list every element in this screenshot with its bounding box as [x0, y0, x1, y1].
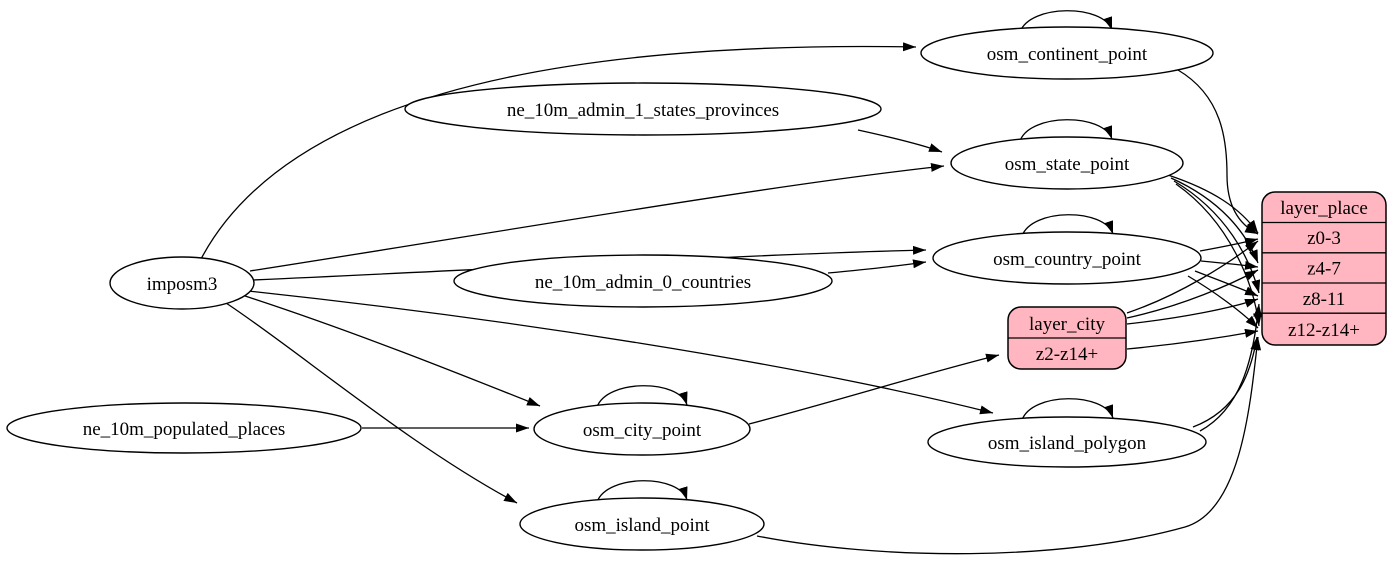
- ne_10m_populated_places-ellipse: [6, 402, 362, 454]
- ne_10m_admin_0_countries-ellipse: [453, 254, 833, 308]
- node-layer_city: layer_city z2-z14+: [1007, 306, 1127, 370]
- edge-layer: [200, 10, 1263, 555]
- edge-osm_country_point--layer_place-z0-3: [1199, 237, 1259, 252]
- imposm3-ellipse: [109, 256, 255, 310]
- layer_place-box: [1261, 191, 1387, 346]
- edge-imposm3--osm_city_point: [241, 294, 541, 407]
- edge-osm_state_point--layer_place-z4-7: [1170, 177, 1259, 264]
- node-osm_island_polygon: osm_island_polygon: [927, 416, 1207, 468]
- edge-imposm3--osm_island_point: [225, 302, 518, 504]
- ne_10m_admin_0_countries-label: ne_10m_admin_0_countries: [535, 272, 751, 293]
- edge-ne_10m_admin_0_countries--osm_country_point: [827, 259, 927, 274]
- node-osm_state_point: osm_state_point: [950, 136, 1184, 190]
- edge-imposm3--osm_island_polygon: [247, 290, 994, 415]
- edge-layer_city--layer_place-z0-3: [1126, 240, 1259, 314]
- node-osm_country_point: osm_country_point: [932, 231, 1202, 285]
- record-row-layer_place-z0-3: z0-3: [1307, 228, 1341, 249]
- edge-layer_city--layer_place-z8-11: [1126, 298, 1259, 325]
- record-row-layer_city-z2-z14: z2-z14+: [1036, 344, 1098, 365]
- edge-osm_country_point--layer_place-z4-7: [1200, 260, 1259, 270]
- osm_continent_point-label: osm_continent_point: [987, 44, 1148, 65]
- osm_state_point-ellipse: [950, 136, 1184, 190]
- osm_state_point-label: osm_state_point: [1005, 154, 1130, 175]
- edge-layer_city--layer_place-z12-z14: [1126, 328, 1259, 350]
- layer_place-title: layer_place: [1280, 198, 1368, 219]
- edge-imposm3--osm_state_point: [249, 162, 945, 272]
- edge-osm_state_point-self-loop: [1019, 119, 1113, 142]
- node-ne_10m_admin_0_countries: ne_10m_admin_0_countries: [453, 254, 833, 308]
- edge-osm_continent_point--layer_place-z0-3: [1177, 69, 1259, 235]
- layer_city-title: layer_city: [1029, 314, 1105, 335]
- ne_10m_admin_1_states_provinces-ellipse: [404, 82, 882, 136]
- edge-osm_country_point-self-loop: [1021, 214, 1114, 237]
- osm_country_point-ellipse: [932, 231, 1202, 285]
- osm_continent_point-ellipse: [920, 26, 1214, 80]
- osm_city_point-label: osm_city_point: [583, 420, 702, 441]
- record-row-layer_place-z12-z14: z12-z14+: [1288, 320, 1360, 341]
- edge-imposm3--osm_continent_point: [200, 42, 917, 260]
- osm_city_point-ellipse: [533, 402, 751, 456]
- edge-osm_island_point--layer_place-z12-z14: [756, 336, 1262, 555]
- node-ne_10m_populated_places: ne_10m_populated_places: [6, 402, 362, 454]
- node-osm_continent_point: osm_continent_point: [920, 26, 1214, 80]
- osm_island_point-ellipse: [519, 497, 765, 551]
- osm_country_point-label: osm_country_point: [993, 249, 1141, 270]
- record-row-layer_place-z8-11: z8-11: [1303, 289, 1346, 310]
- edge-osm_island_polygon--layer_place-z8-11: [1199, 303, 1263, 432]
- edge-osm_country_point--layer_place-z12-z14: [1187, 275, 1259, 329]
- ne_10m_admin_1_states_provinces-label: ne_10m_admin_1_states_provinces: [507, 100, 779, 121]
- edge-osm_city_point-self-loop: [596, 385, 688, 408]
- edge-osm_island_point-self-loop: [596, 480, 688, 503]
- osm_island_polygon-label: osm_island_polygon: [988, 433, 1147, 454]
- osm_island_point-label: osm_island_point: [574, 515, 710, 536]
- edge-osm_city_point--layer_city-z2-z14: [748, 353, 1000, 425]
- record-row-layer_place-z4-7: z4-7: [1307, 259, 1341, 280]
- edge-osm_state_point--layer_place-z8-11: [1173, 180, 1261, 294]
- edge-layer_city--layer_place-z4-7: [1126, 269, 1259, 319]
- node-ne_10m_admin_1_states_provinces: ne_10m_admin_1_states_provinces: [404, 82, 882, 136]
- node-layer_place: layer_place z0-3 z4-7 z8-11 z12-z14+: [1261, 191, 1387, 346]
- node-osm_island_point: osm_island_point: [519, 497, 765, 551]
- edge-osm_island_polygon-self-loop: [1021, 398, 1114, 421]
- edge-osm_continent_point-self-loop: [1019, 10, 1113, 33]
- node-imposm3: imposm3: [109, 256, 255, 310]
- ne_10m_populated_places-label: ne_10m_populated_places: [83, 419, 286, 440]
- edge-ne_10m_admin_1_states_provinces--osm_state_point: [857, 129, 943, 153]
- imposm3-label: imposm3: [147, 274, 218, 295]
- edge-osm_state_point--layer_place-z0-3: [1167, 174, 1259, 234]
- osm_island_polygon-ellipse: [927, 416, 1207, 468]
- node-osm_city_point: osm_city_point: [533, 402, 751, 456]
